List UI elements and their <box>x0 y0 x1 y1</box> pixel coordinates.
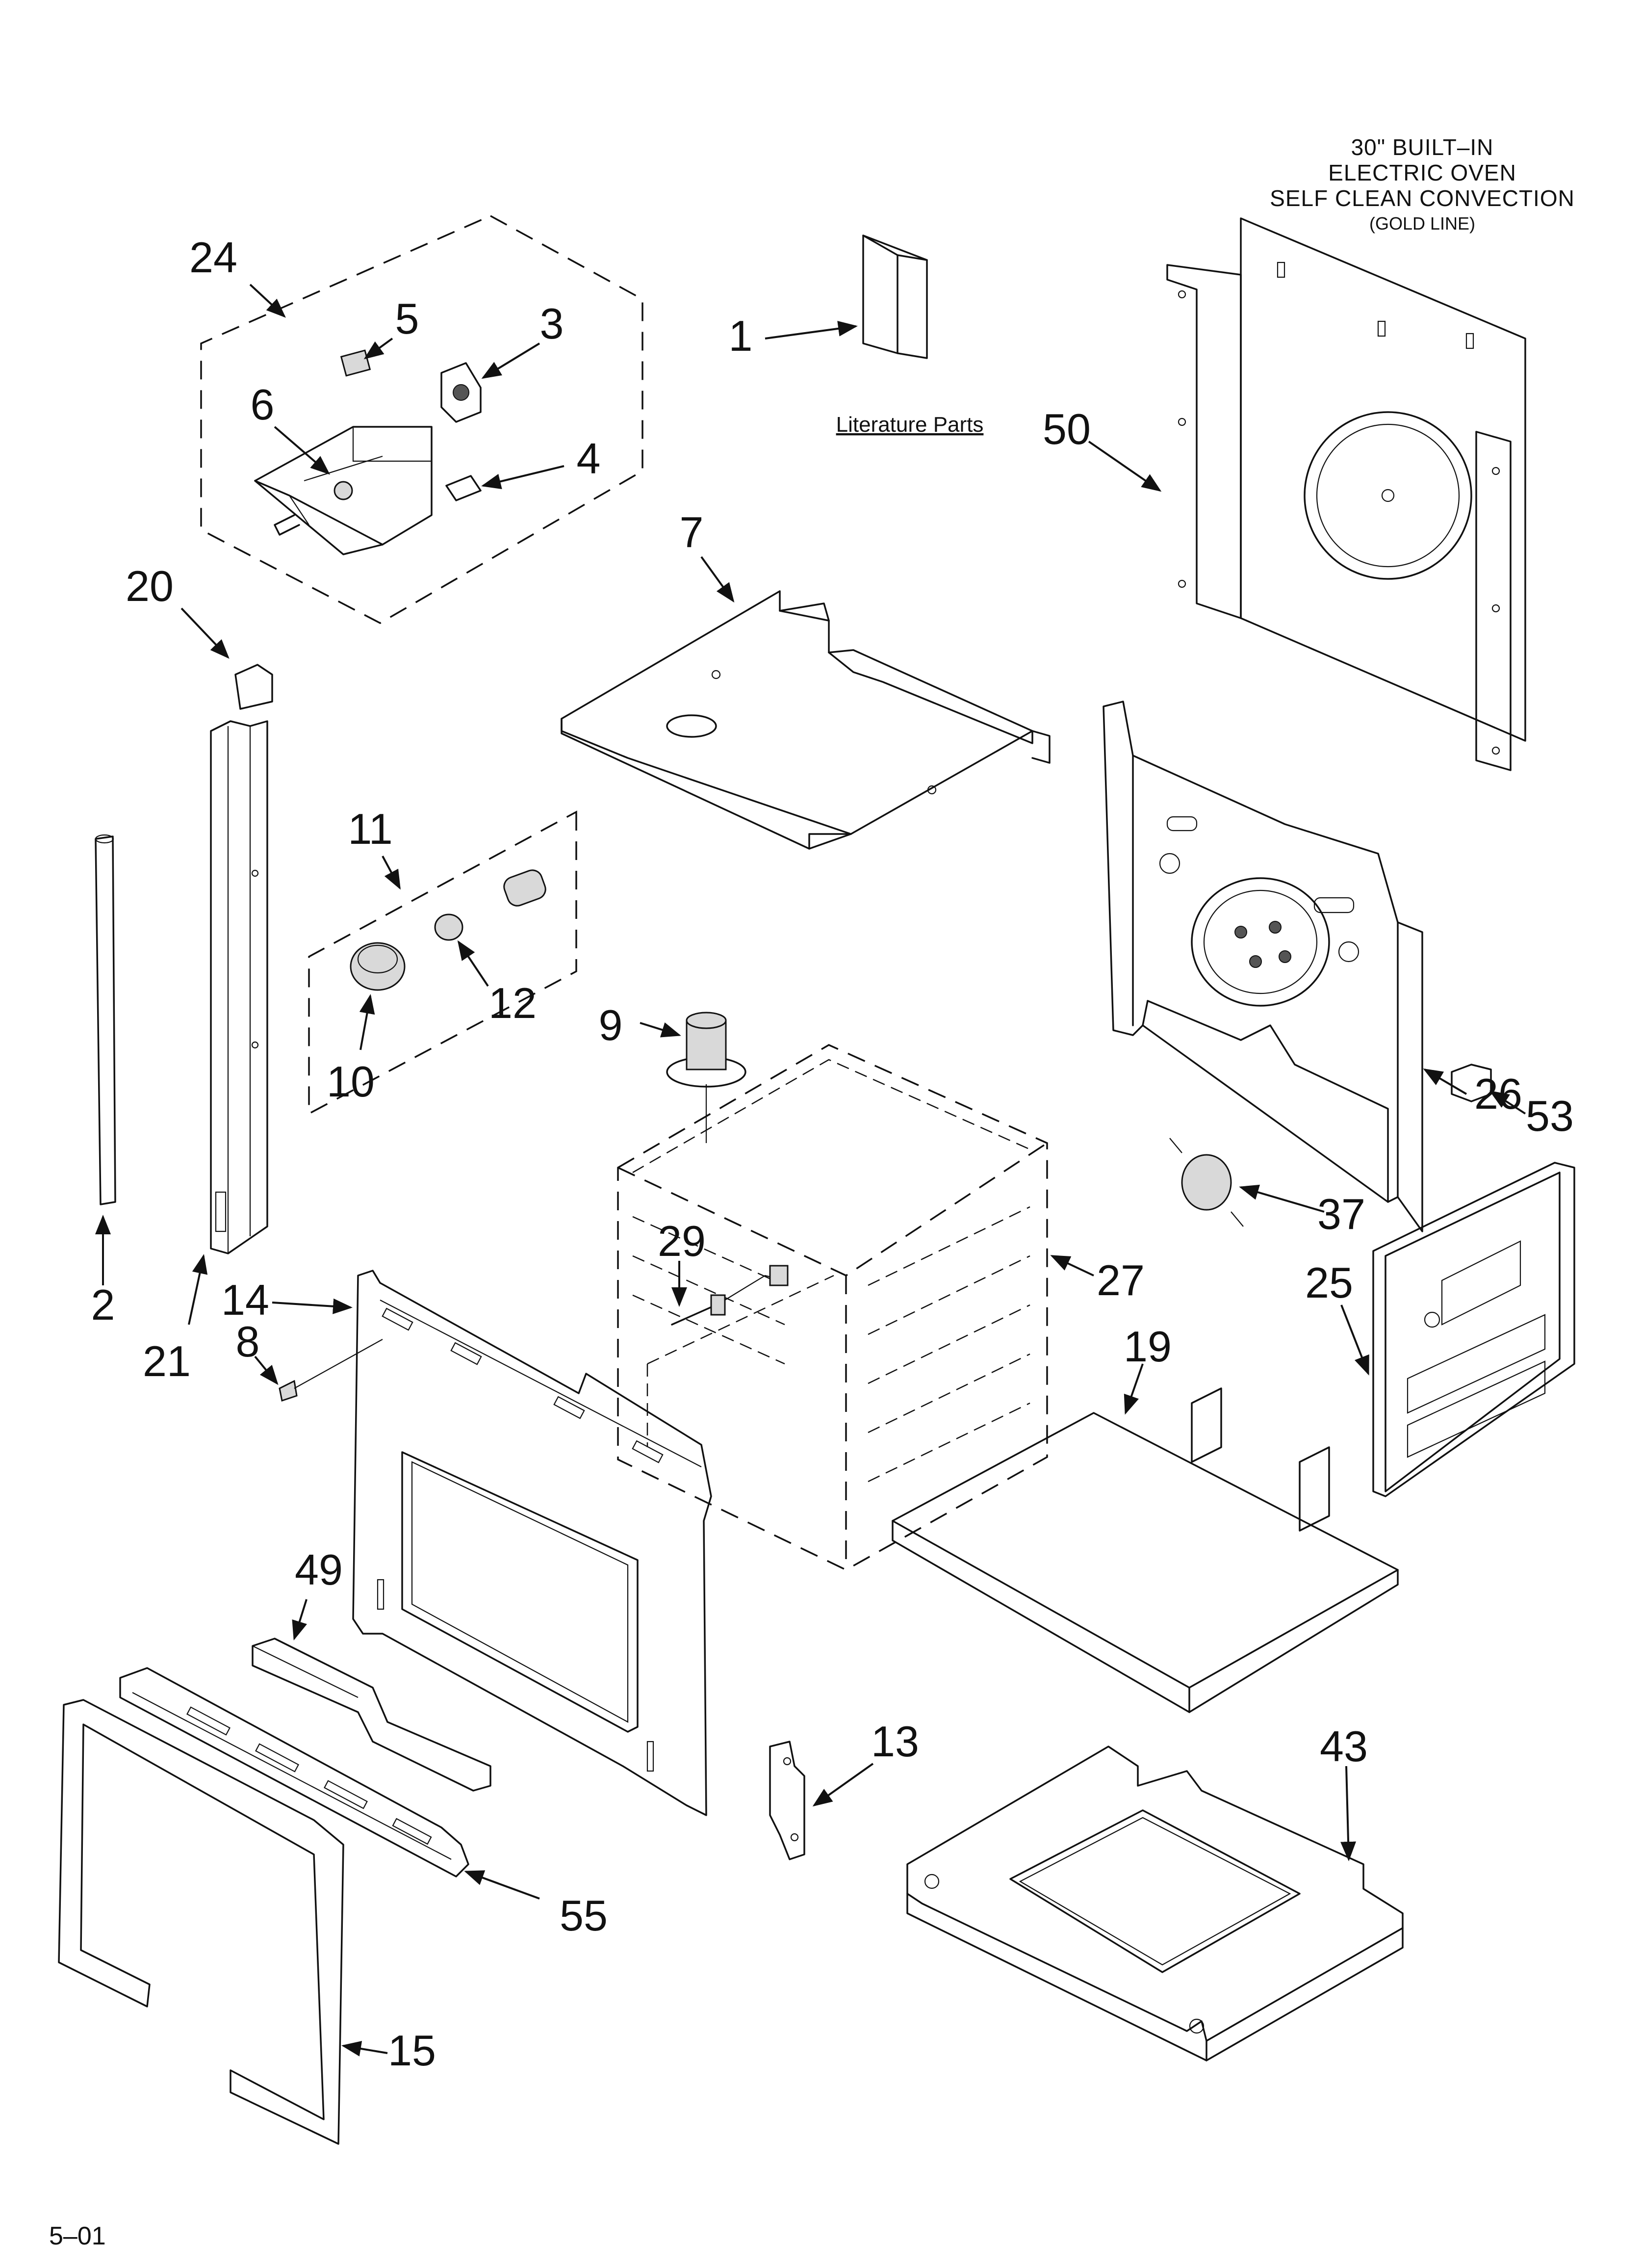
callout-5: 5 <box>395 294 419 343</box>
callout-14: 14 <box>221 1276 269 1324</box>
callout-37: 37 <box>1317 1190 1365 1238</box>
part-8-screw: 8 <box>236 1317 383 1402</box>
callout-26: 26 <box>1474 1069 1522 1118</box>
part-50-rear-panel: 50 <box>1043 217 1526 771</box>
title-line-1: 30" BUILT–IN <box>1351 134 1494 160</box>
version-code: 5–01 <box>49 2222 106 2250</box>
callout-12: 12 <box>488 979 537 1027</box>
part-24-bracket-assembly: 24 5 3 6 4 <box>189 215 643 624</box>
callout-1: 1 <box>729 312 753 360</box>
part-37-thermal-cutoff: 37 <box>1169 1138 1365 1238</box>
callout-3: 3 <box>540 299 564 348</box>
callout-43: 43 <box>1320 1722 1368 1771</box>
callout-20: 20 <box>126 562 174 610</box>
callout-7: 7 <box>680 508 704 556</box>
callout-24: 24 <box>189 233 237 282</box>
callout-50: 50 <box>1043 405 1091 453</box>
callout-29: 29 <box>658 1217 706 1265</box>
part-27-oven-liner: 27 <box>617 1044 1145 1571</box>
part-25-side-panel: 25 <box>1305 1162 1575 1497</box>
callout-19: 19 <box>1124 1322 1172 1371</box>
title-line-2: ELECTRIC OVEN <box>1328 160 1516 185</box>
part-19-bottom-panel: 19 <box>892 1322 1399 1713</box>
callout-55: 55 <box>560 1891 608 1940</box>
part-49-lower-trim: 49 <box>252 1545 491 1792</box>
callout-13: 13 <box>871 1717 919 1766</box>
part-1-literature: 1 Literature Parts <box>729 235 984 437</box>
part-9-vent: 9 <box>599 1001 746 1143</box>
part-14-front-frame: 14 <box>221 1270 712 1816</box>
callout-27: 27 <box>1097 1256 1145 1304</box>
callout-11: 11 <box>348 805 392 853</box>
part-2-rod: 2 <box>91 834 116 1329</box>
part-29-sensor: 29 <box>658 1217 789 1326</box>
part-13-bracket: 13 <box>769 1717 919 1860</box>
callout-49: 49 <box>295 1545 343 1594</box>
literature-parts-label: Literature Parts <box>836 413 984 437</box>
part-21-side-trim: 21 <box>143 720 268 1385</box>
callout-8: 8 <box>236 1317 260 1366</box>
callout-9: 9 <box>599 1001 623 1049</box>
part-43-bottom-tray: 43 <box>906 1722 1404 2061</box>
callout-15: 15 <box>388 2026 436 2075</box>
callout-10: 10 <box>327 1057 375 1106</box>
title-line-4: (GOLD LINE) <box>1369 213 1475 234</box>
diagram-title: 30" BUILT–IN ELECTRIC OVEN SELF CLEAN CO… <box>1270 134 1575 234</box>
part-7-top-panel: 7 <box>561 508 1051 850</box>
title-line-3: SELF CLEAN CONVECTION <box>1270 185 1575 211</box>
part-55-vent-trim: 55 <box>119 1667 608 1940</box>
part-26-convection-baffle: 26 <box>1103 701 1522 1232</box>
part-15-door-gasket: 15 <box>58 1699 436 2145</box>
callout-53: 53 <box>1526 1092 1574 1140</box>
callout-21: 21 <box>143 1337 191 1385</box>
part-20-end-cap: 20 <box>126 562 273 710</box>
part-11-light-kit: 11 12 10 <box>308 805 577 1115</box>
callout-4: 4 <box>577 434 601 483</box>
callout-2: 2 <box>91 1280 115 1329</box>
part-53-clip: 53 <box>1451 1064 1574 1140</box>
callout-6: 6 <box>251 380 275 429</box>
callout-25: 25 <box>1305 1258 1353 1307</box>
